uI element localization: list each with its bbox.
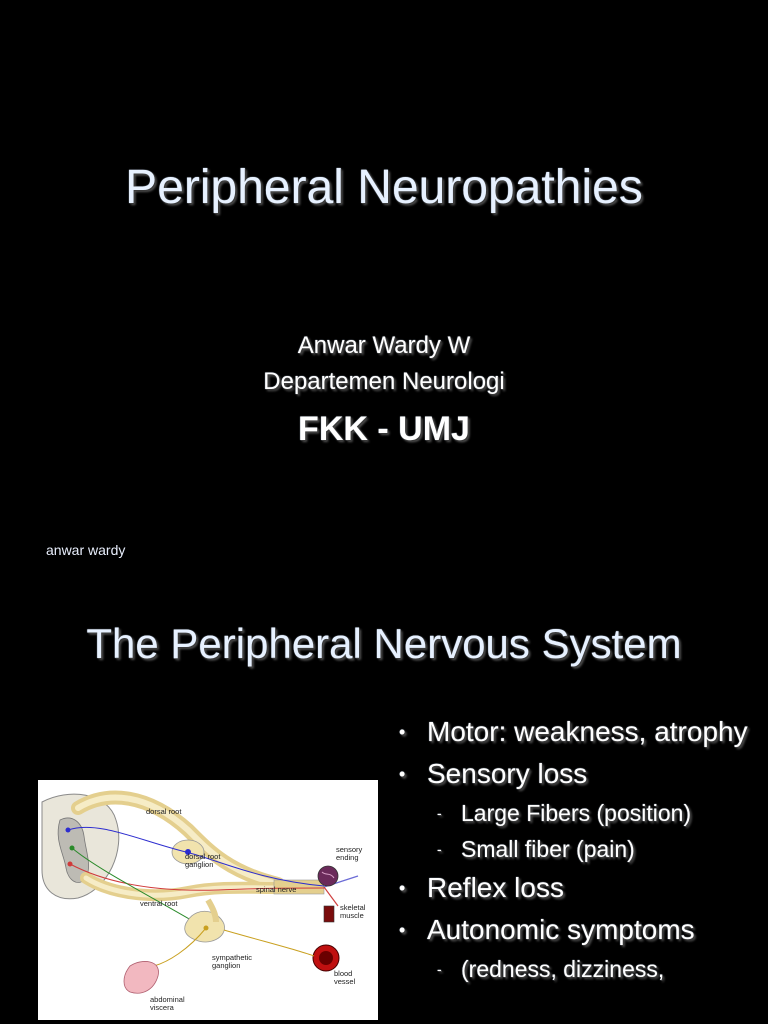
label-sensory-2: ending bbox=[336, 853, 359, 862]
label-skeletal-1: skeletal bbox=[340, 903, 366, 912]
label-symp-2: ganglion bbox=[212, 961, 240, 970]
sub-bullet-redness: (redness, dizziness, bbox=[395, 954, 765, 984]
bullet-list: Motor: weakness, atrophy Sensory loss La… bbox=[395, 714, 765, 990]
label-blood-1: blood bbox=[334, 969, 352, 978]
label-abdominal-1: abdominal bbox=[150, 995, 185, 1004]
slide-pns: The Peripheral Nervous System bbox=[0, 576, 768, 1024]
institution-name: FKK - UMJ bbox=[298, 410, 470, 448]
label-sensory-1: sensory bbox=[336, 845, 363, 854]
pns-diagram: dorsal root dorsal root dorsal root gang… bbox=[38, 780, 378, 1020]
label-spinal-nerve: spinal nerve bbox=[256, 885, 296, 894]
label-symp-1: sympathetic bbox=[212, 953, 252, 962]
slide-title-heading: Peripheral Neuropathies bbox=[125, 161, 643, 214]
skeletal-muscle-shape bbox=[323, 905, 335, 923]
slide-footer: anwar wardy bbox=[46, 542, 126, 558]
bullet-motor: Motor: weakness, atrophy bbox=[395, 714, 765, 750]
bullet-reflex: Reflex loss bbox=[395, 870, 765, 906]
bullet-sensory: Sensory loss bbox=[395, 756, 765, 792]
label-ventral-root: ventral root bbox=[140, 899, 178, 908]
sub-bullet-small-fiber: Small fiber (pain) bbox=[395, 834, 765, 864]
slide-title: Peripheral Neuropathies Anwar Wardy W De… bbox=[46, 161, 643, 558]
label-drg-line1: dorsal root bbox=[185, 852, 221, 861]
department-name: Departemen Neurologi bbox=[263, 368, 505, 395]
label-dorsal-root: dorsal root bbox=[146, 807, 182, 816]
slide-heading: The Peripheral Nervous System bbox=[86, 620, 682, 667]
abdominal-viscera-shape bbox=[123, 961, 159, 994]
label-skeletal-2: muscle bbox=[340, 911, 364, 920]
sub-bullet-large-fibers: Large Fibers (position) bbox=[395, 798, 765, 828]
label-abdominal-2: viscera bbox=[150, 1003, 175, 1012]
bullet-autonomic: Autonomic symptoms bbox=[395, 912, 765, 948]
label-blood-2: vessel bbox=[334, 977, 356, 986]
sensory-ending-shape bbox=[317, 865, 339, 887]
label-drg-line2: ganglion bbox=[185, 860, 213, 869]
author-name: Anwar Wardy W bbox=[297, 332, 471, 359]
